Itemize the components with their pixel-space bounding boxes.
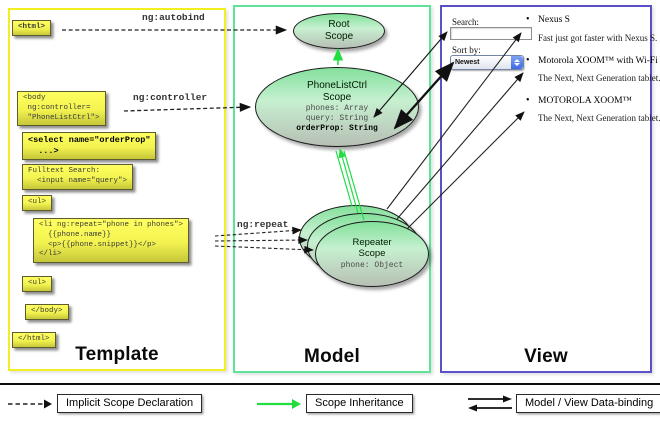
template-panel-title: Template — [75, 344, 159, 365]
view-item-title: MOTOROLA XOOM™ — [538, 96, 632, 106]
code-box-body-open: <body ng:controller= "PhoneListCtrl"> — [17, 91, 106, 127]
view-item-title: Motorola XOOM™ with Wi-Fi — [538, 56, 658, 66]
scope-inheritance-arrow-icon — [257, 399, 301, 409]
model-panel-title: Model — [304, 346, 360, 367]
bullet-icon: • — [526, 55, 530, 66]
root-scope-ellipse: Root Scope — [293, 13, 385, 49]
sort-by-value: Newest — [455, 59, 480, 66]
code-box-html-close: </html> — [12, 332, 56, 348]
label-ng-controller: ng:controller — [133, 92, 208, 103]
phonelistctrl-scope-title: PhoneListCtrl Scope — [306, 80, 368, 103]
root-scope-title: Root Scope — [324, 19, 354, 42]
code-box-ul-close: <ul> — [22, 276, 53, 292]
search-input[interactable] — [450, 27, 532, 40]
repeater-scope-title: Repeater Scope — [352, 236, 392, 259]
legend-model-view-data-binding: Model / View Data-binding — [516, 394, 660, 413]
repeater-scope-prop: phone: Object — [340, 261, 404, 271]
implicit-scope-arrow-icon — [8, 399, 52, 409]
view-panel-title: View — [524, 346, 568, 367]
search-label: Search: — [452, 17, 479, 27]
code-box-body-close: </body> — [25, 304, 69, 320]
code-box-ul-open: <ul> — [22, 195, 53, 211]
legend-scope-inheritance: Scope Inheritance — [306, 394, 413, 413]
model-panel: Model — [233, 5, 431, 373]
label-ng-autobind: ng:autobind — [142, 12, 205, 23]
code-box-fulltext-search: Fulltext Search: <input name="query"> — [22, 164, 134, 190]
code-box-html-open: <html> — [12, 20, 52, 36]
sort-by-dropdown[interactable]: Newest — [450, 55, 524, 70]
phonelistctrl-scope-ellipse: PhoneListCtrl Scope phones: Array query:… — [255, 67, 419, 147]
code-box-select: <select name="orderProp" ...> — [22, 132, 157, 161]
dropdown-stepper-icon — [511, 56, 523, 69]
legend-implicit-scope-declaration: Implicit Scope Declaration — [57, 394, 203, 413]
view-item-desc: The Next, Next Generation tablet. — [538, 113, 660, 123]
view-item-desc: Fast just got faster with Nexus S. — [538, 33, 658, 43]
repeater-scope-ellipse-front: Repeater Scope phone: Object — [315, 221, 429, 287]
phonelistctrl-scope-props: phones: Array query: String — [305, 103, 369, 123]
phonelistctrl-scope-orderprop: orderProp: String — [296, 123, 378, 133]
bullet-icon: • — [526, 95, 530, 106]
data-binding-arrows-icon — [468, 395, 512, 412]
view-item-desc: The Next, Next Generation tablet. — [538, 73, 660, 83]
bullet-icon: • — [526, 14, 530, 25]
code-box-li-repeat: <li ng:repeat="phone in phones"> {{phone… — [33, 218, 190, 263]
sort-by-label: Sort by: — [452, 45, 481, 55]
legend-divider — [0, 383, 660, 386]
label-ng-repeat: ng:repeat — [237, 219, 289, 230]
view-item-title: Nexus S — [538, 15, 570, 25]
